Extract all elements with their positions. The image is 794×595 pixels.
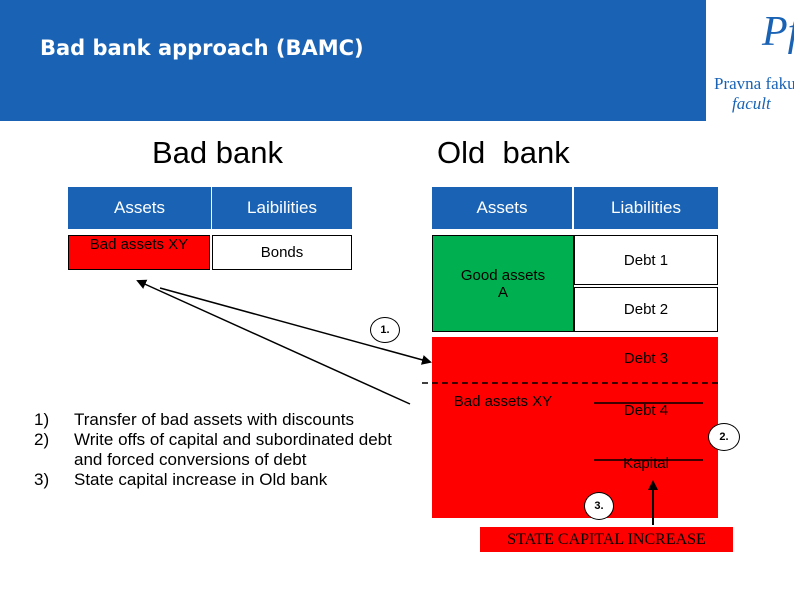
step-1-badge: 1. [370, 317, 400, 343]
old-bank-heading: Old bank [437, 135, 570, 170]
logo-mark: Pf [762, 9, 794, 55]
bad-bank-assets-header: Assets [68, 187, 211, 229]
old-bank-red-liabilities [574, 337, 718, 518]
step-number: 3) [34, 470, 50, 489]
bad-bank-heading: Bad bank [152, 135, 283, 170]
debt-4-label: Debt 4 [623, 402, 669, 419]
step-number: 1) [34, 410, 50, 429]
bad-bank-liabilities-header: Laibilities [212, 187, 352, 229]
old-bank-assets-header: Assets [432, 187, 572, 229]
transfer-arrow-right [159, 287, 432, 365]
steps-list: 1)Transfer of bad assets with discounts … [34, 410, 414, 490]
state-capital-increase-box: STATE CAPITAL INCREASE [480, 527, 733, 552]
good-assets-cell: Good assets A [432, 235, 574, 332]
transfer-arrow-left [136, 279, 411, 405]
logo-text-line2: facult [732, 94, 771, 113]
slide-title: Bad bank approach (BAMC) [40, 36, 364, 60]
logo: Pf Pravna fakult facult [706, 0, 794, 121]
step-text: State capital increase in Old bank [74, 470, 328, 489]
step-text: Write offs of capital and subordinated d… [74, 430, 392, 469]
debt-2-cell: Debt 2 [574, 287, 718, 332]
old-bank-liabilities-header: Liabilities [574, 187, 718, 229]
step-item: 2) Write offs of capital and subordinated… [34, 430, 414, 470]
logo-text-line1: Pravna fakult [714, 74, 794, 93]
old-bank-bad-assets-label: Bad assets XY [453, 393, 553, 410]
kapital-label: Kapital [623, 455, 669, 472]
debt-3-label: Debt 3 [623, 350, 669, 367]
step-text: Transfer of bad assets with discounts [74, 410, 355, 429]
step-item: 3) State capital increase in Old bank [34, 470, 414, 490]
old-bank-bad-assets-cell [432, 337, 574, 518]
debt-1-cell: Debt 1 [574, 235, 718, 285]
header-bar [0, 0, 794, 121]
step-number: 2) [34, 430, 50, 449]
step-item: 1) Transfer of bad assets with discounts [34, 410, 414, 430]
bad-bank-bonds-cell: Bonds [212, 235, 352, 270]
bad-bank-bad-assets-cell: Bad assets XY [68, 235, 210, 270]
step-2-badge: 2. [708, 423, 740, 451]
step-3-badge: 3. [584, 492, 614, 520]
